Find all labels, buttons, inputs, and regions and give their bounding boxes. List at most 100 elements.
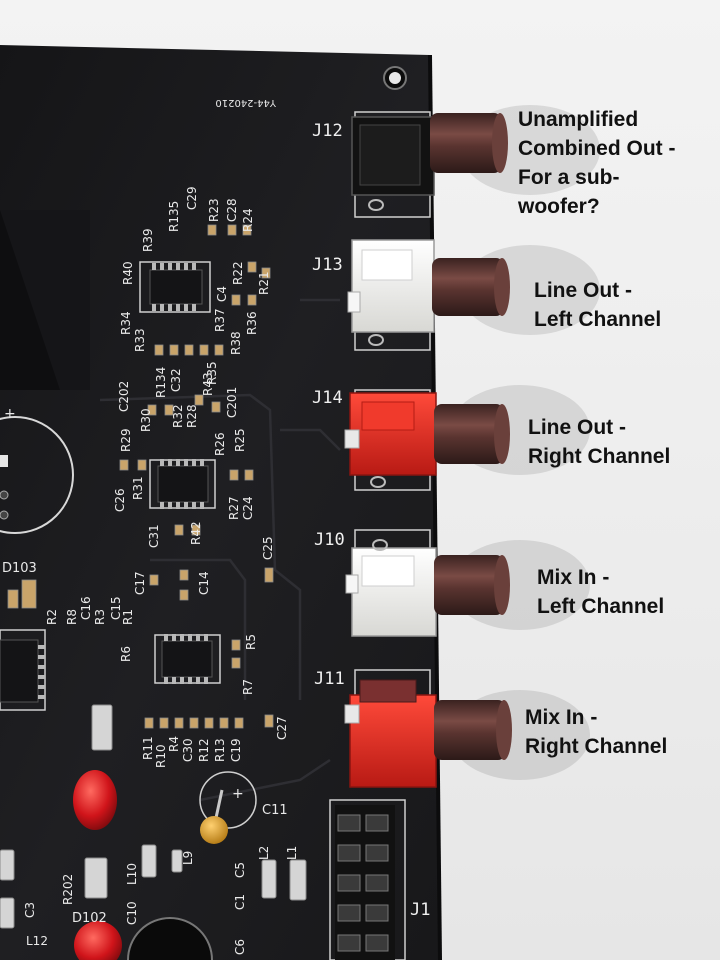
callout-j10-line1: Mix In - xyxy=(537,566,610,589)
silk-r36: R36 xyxy=(245,311,259,335)
callout-j13-line2: Left Channel xyxy=(534,308,662,331)
silk-d103: D103 xyxy=(2,561,37,576)
ref-j11: J11 xyxy=(314,669,345,689)
silk-l10: L10 xyxy=(125,863,139,885)
callout-j12-line1: Unamplified xyxy=(518,108,639,131)
callout-j11-line1: Mix In - xyxy=(525,706,598,729)
silk-r6: R6 xyxy=(119,646,133,662)
silk-r1: R1 xyxy=(121,609,135,625)
silk-r28: R28 xyxy=(185,404,199,428)
callout-j12-line4: woofer? xyxy=(518,195,600,218)
silk-r43: R43 xyxy=(201,372,215,396)
silk-r25: R25 xyxy=(233,428,247,452)
ref-j12: J12 xyxy=(312,121,343,141)
silk-l9: L9 xyxy=(181,851,195,865)
pcb-board xyxy=(0,45,442,960)
jack-j14[interactable] xyxy=(344,392,510,488)
silk-c29: C29 xyxy=(185,186,199,210)
silk-r7: R7 xyxy=(241,679,255,695)
silk-r31: R31 xyxy=(131,476,145,500)
silk-c3: C3 xyxy=(23,902,37,918)
silk-c24: C24 xyxy=(241,496,255,520)
silk-r24: R24 xyxy=(241,208,255,232)
silk-r21: R21 xyxy=(257,271,271,295)
silk-c25: C25 xyxy=(261,536,275,560)
callout-j14-line2: Right Channel xyxy=(528,445,671,468)
silk-r32: R32 xyxy=(171,404,185,428)
silk-c32: C32 xyxy=(169,368,183,392)
callout-j12-line2: Combined Out - xyxy=(518,137,676,160)
silkscreen-labels: Y44-240210 R135 C29 R39 R23 C28 R24 R40 … xyxy=(2,97,299,955)
ic-chips xyxy=(0,263,213,703)
silk-c17: C17 xyxy=(133,571,147,595)
silk-r40: R40 xyxy=(121,261,135,285)
silk-r26: R26 xyxy=(213,432,227,456)
silk-c27: C27 xyxy=(275,716,289,740)
callout-j14: Line Out - Right Channel xyxy=(528,413,670,471)
silk-plus-sign: + xyxy=(232,786,244,802)
silk-r11: R11 xyxy=(141,736,155,760)
callout-j12: Unamplified Combined Out - For a sub- wo… xyxy=(518,105,675,221)
header-j1 xyxy=(335,805,395,960)
silk-c1: C1 xyxy=(233,894,247,910)
ref-j10: J10 xyxy=(314,530,345,550)
callout-j14-line1: Line Out - xyxy=(528,416,626,439)
silk-r30: R30 xyxy=(139,408,153,432)
ref-j13: J13 xyxy=(312,255,343,275)
jack-j13[interactable] xyxy=(347,239,510,346)
callout-j12-line3: For a sub- xyxy=(518,166,620,189)
silk-c15: C15 xyxy=(109,596,123,620)
silk-r4: R4 xyxy=(167,736,181,752)
silk-r13: R13 xyxy=(213,738,227,762)
jack-ref-labels: J12 J13 J14 J10 J11 J1 xyxy=(312,121,430,920)
silk-r2: R2 xyxy=(45,609,59,625)
silk-c14: C14 xyxy=(197,571,211,595)
red-leds xyxy=(73,770,122,960)
silk-d102: D102 xyxy=(72,911,107,926)
silk-c5: C5 xyxy=(233,862,247,878)
silk-r27: R27 xyxy=(227,496,241,520)
silk-c31: C31 xyxy=(147,524,161,548)
rca-jacks xyxy=(344,113,512,788)
jack-j12[interactable] xyxy=(351,113,508,211)
callout-j13-line1: Line Out - xyxy=(534,279,632,302)
silk-c26: C26 xyxy=(113,488,127,512)
silk-r22: R22 xyxy=(231,261,245,285)
silk-r35: R35 xyxy=(205,361,219,385)
callout-j10-line2: Left Channel xyxy=(537,595,665,618)
yellow-capacitor xyxy=(200,789,228,844)
silk-c4: C4 xyxy=(215,286,229,302)
silk-c6: C6 xyxy=(233,939,247,955)
silk-r39: R39 xyxy=(141,228,155,252)
silk-r12: R12 xyxy=(197,738,211,762)
jack-j11[interactable] xyxy=(344,679,512,788)
silk-c28: C28 xyxy=(225,198,239,222)
callout-j10: Mix In - Left Channel xyxy=(537,563,664,621)
silk-r29: R29 xyxy=(119,428,133,452)
silk-l12: L12 xyxy=(26,934,48,948)
silk-r23: R23 xyxy=(207,198,221,222)
silk-r5: R5 xyxy=(244,634,258,650)
ref-j1: J1 xyxy=(410,900,430,920)
silk-plus-sign-2: + xyxy=(4,406,16,422)
silk-c30: C30 xyxy=(181,738,195,762)
jack-j10[interactable] xyxy=(345,539,510,637)
smd-parts xyxy=(0,224,307,929)
callout-j11: Mix In - Right Channel xyxy=(525,703,667,761)
silk-l1: L1 xyxy=(285,846,299,860)
silk-r135: R135 xyxy=(167,201,181,232)
silk-c201: C201 xyxy=(225,387,239,418)
silk-revision: Y44-240210 xyxy=(215,97,277,108)
silk-r34: R34 xyxy=(119,311,133,335)
silk-r42: R42 xyxy=(189,521,203,545)
silk-r37: R37 xyxy=(213,308,227,332)
silk-r33: R33 xyxy=(133,328,147,352)
callout-j11-line2: Right Channel xyxy=(525,735,668,758)
silk-c11: C11 xyxy=(262,803,288,818)
silk-c10: C10 xyxy=(125,901,139,925)
ref-j14: J14 xyxy=(312,388,343,408)
silk-r202: R202 xyxy=(61,874,75,905)
silk-r134: R134 xyxy=(154,367,168,398)
silk-l2: L2 xyxy=(257,846,271,860)
